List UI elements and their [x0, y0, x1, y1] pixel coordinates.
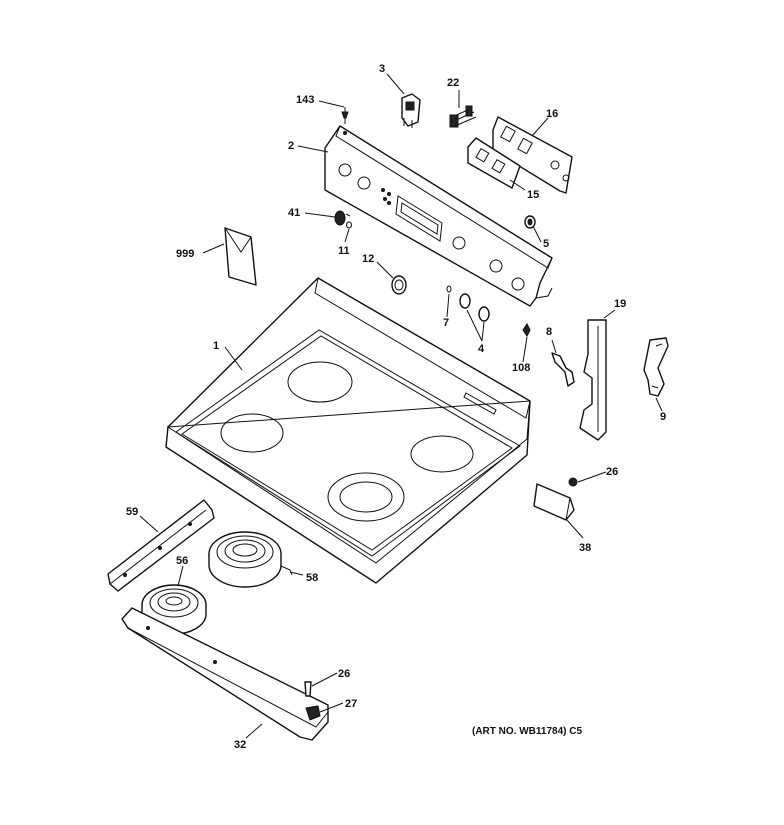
callout-143: 143 — [296, 94, 314, 106]
callout-5: 5 — [543, 238, 549, 250]
callout-9: 9 — [660, 411, 666, 423]
terminal-block-38 — [533, 483, 575, 521]
callout-16: 16 — [546, 108, 558, 120]
callout-41: 41 — [288, 207, 300, 219]
callout-58: 58 — [306, 572, 318, 584]
screw-26-top — [568, 477, 578, 487]
knob-5 — [524, 215, 536, 229]
hinge-9 — [643, 337, 669, 397]
callout-2: 2 — [288, 140, 294, 152]
screw-26-bottom — [304, 681, 312, 697]
spring-7 — [446, 285, 452, 293]
wire-harness-22 — [449, 105, 477, 128]
control-panel — [324, 125, 553, 307]
callout-22: 22 — [447, 77, 459, 89]
callout-59: 59 — [126, 506, 138, 518]
callout-1: 1 — [213, 340, 219, 352]
side-trim-19 — [579, 319, 607, 441]
callout-labels: 1 2 3 143 22 16 15 41 11 5 12 999 7 4 10… — [126, 63, 666, 751]
callout-4: 4 — [478, 343, 485, 355]
callout-8: 8 — [546, 326, 552, 338]
callout-27: 27 — [345, 698, 357, 710]
clip-108 — [522, 323, 531, 337]
support-rail-32 — [121, 607, 329, 741]
callout-56: 56 — [176, 555, 188, 567]
leader-lines — [139, 73, 663, 739]
surface-element-58 — [208, 531, 293, 588]
rail-59 — [107, 499, 215, 592]
callout-26-top: 26 — [606, 466, 618, 478]
screw-143 — [341, 107, 349, 124]
knob-41 — [334, 210, 351, 226]
knobs-4 — [459, 293, 490, 322]
cooktop-glass — [165, 277, 531, 584]
knob-12 — [391, 275, 407, 295]
callout-15: 15 — [527, 189, 539, 201]
callout-108: 108 — [512, 362, 530, 374]
switch-3 — [401, 93, 421, 128]
art-number: (ART NO. WB11784) C5 — [472, 726, 582, 737]
callout-7: 7 — [443, 317, 449, 329]
callout-26-bottom: 26 — [338, 668, 350, 680]
clip-27 — [305, 705, 321, 721]
spring-11 — [346, 221, 352, 229]
callout-999: 999 — [176, 248, 194, 260]
callout-19: 19 — [614, 298, 626, 310]
callout-38: 38 — [579, 542, 591, 554]
literature-999 — [224, 227, 257, 286]
callout-12: 12 — [362, 253, 374, 265]
infinite-switch-15 — [467, 137, 521, 189]
callout-32: 32 — [234, 739, 246, 751]
callout-11: 11 — [338, 245, 350, 257]
bracket-8 — [551, 352, 575, 387]
callout-3: 3 — [379, 63, 385, 75]
